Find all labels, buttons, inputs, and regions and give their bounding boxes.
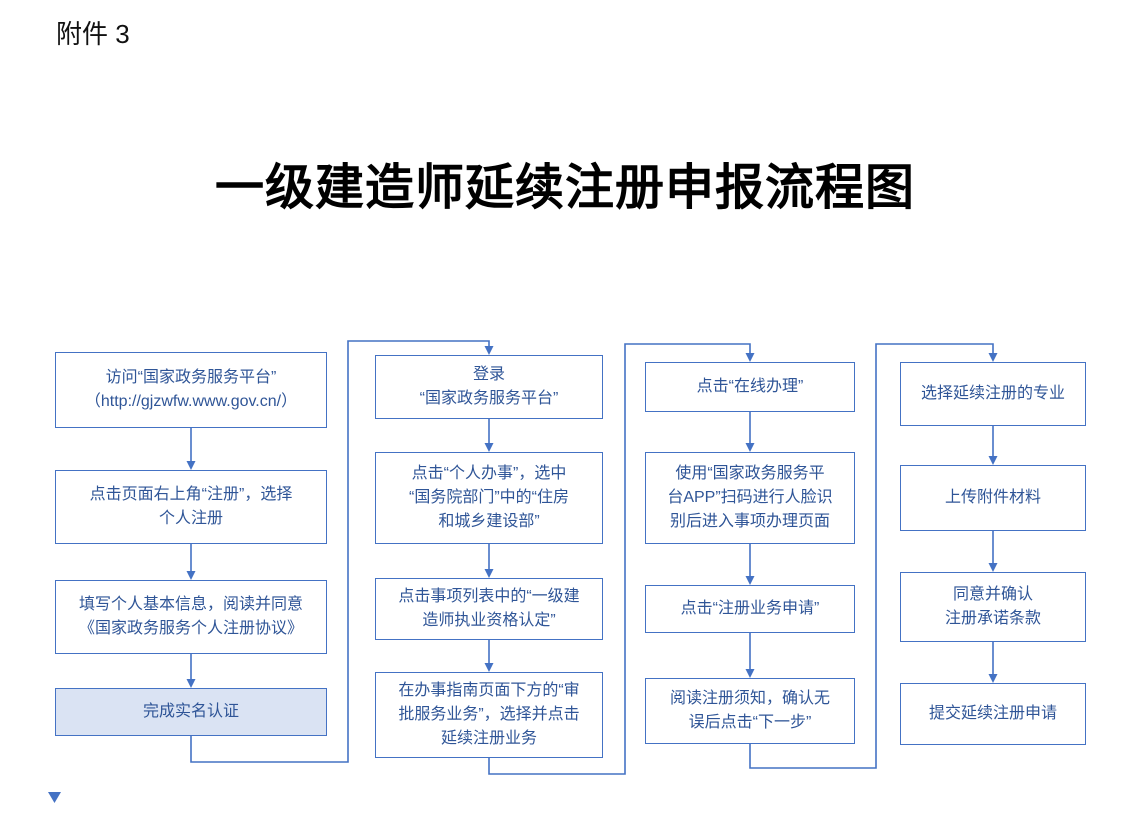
step-submit-application: 提交延续注册申请 (900, 683, 1086, 745)
step-qualification-item: 点击事项列表中的“一级建 造师执业资格认定” (375, 578, 603, 640)
step-upload-attachments: 上传附件材料 (900, 465, 1086, 531)
step-visit-platform: 访问“国家政务服务平台” （http://gjzwfw.www.gov.cn/） (55, 352, 327, 428)
page-title: 一级建造师延续注册申报流程图 (214, 160, 915, 215)
step-login-platform: 登录 “国家政务服务平台” (375, 355, 603, 419)
attachment-label: 附件 3 (56, 19, 130, 49)
step-registration-application: 点击“注册业务申请” (645, 585, 855, 633)
step-select-profession: 选择延续注册的专业 (900, 362, 1086, 426)
step-online-handling: 点击“在线办理” (645, 362, 855, 412)
step-approval-service: 在办事指南页面下方的“审 批服务业务”，选择并点击 延续注册业务 (375, 672, 603, 758)
step-personal-affairs: 点击“个人办事”，选中 “国务院部门”中的“住房 和城乡建设部” (375, 452, 603, 544)
step-read-notice-next: 阅读注册须知，确认无 误后点击“下一步” (645, 678, 855, 744)
step-app-face-recognition: 使用“国家政务服务平 台APP”扫码进行人脸识 别后进入事项办理页面 (645, 452, 855, 544)
step-confirm-commitment: 同意并确认 注册承诺条款 (900, 572, 1086, 642)
step-fill-basic-info: 填写个人基本信息，阅读并同意 《国家政务服务个人注册协议》 (55, 580, 327, 654)
step-click-register: 点击页面右上角“注册”，选择 个人注册 (55, 470, 327, 544)
step-complete-realname-auth: 完成实名认证 (55, 688, 327, 736)
stray-arrowhead-mark (48, 792, 61, 803)
